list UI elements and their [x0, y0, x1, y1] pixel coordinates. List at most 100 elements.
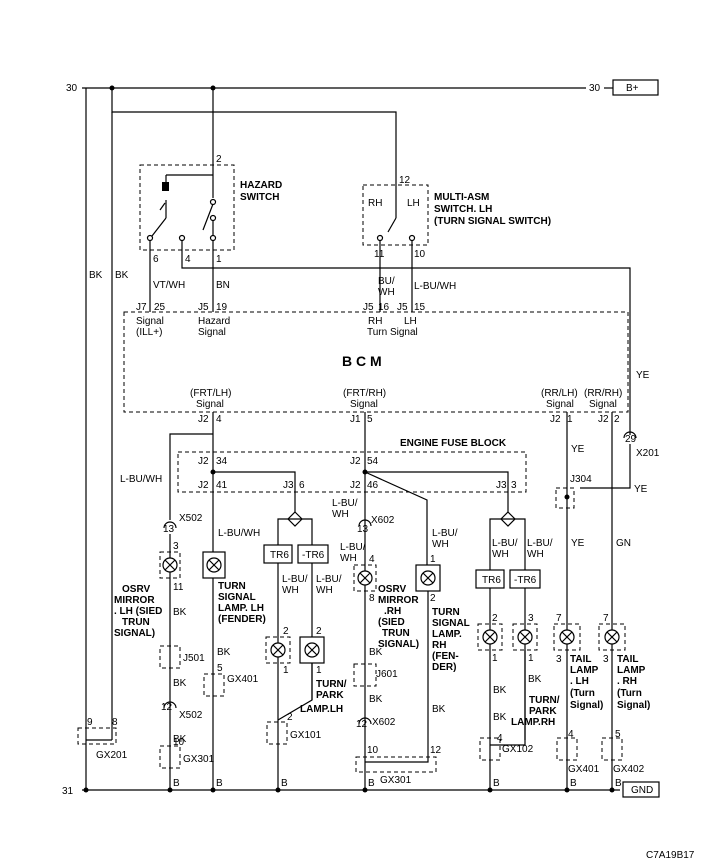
gx301-b-pin-2: 12 — [430, 745, 442, 756]
wire-label-l-bu-wh-e: L-BU/ — [282, 574, 308, 585]
hazard-switch-box — [139, 164, 235, 251]
bcm-in-label-hazard: Hazard — [198, 316, 230, 327]
wire-label-l-bu-wh-g: L-BU/ — [492, 538, 518, 549]
park-lh-pin-a-bottom: 1 — [283, 665, 289, 676]
tail-rh-label-3: . RH — [617, 676, 637, 687]
gx102-connector — [479, 737, 501, 761]
osrv-lh-label-2: MIRROR — [114, 595, 155, 606]
osrv-rh-pin-bottom: 8 — [369, 593, 375, 604]
multi-switch-title-3: (TURN SIGNAL SWITCH) — [434, 216, 551, 227]
multi-switch-title-2: SWITCH. LH — [434, 204, 492, 215]
tr6-right-label-b: -TR6 — [514, 575, 537, 586]
wire-label-bk-c: BK — [369, 647, 383, 658]
gx301-a-pin: 10 — [173, 737, 185, 748]
osrv-mirror-rh-lamp — [353, 564, 377, 592]
multi-switch-contacts — [376, 185, 416, 242]
wire-label-bk-d: BK — [432, 704, 446, 715]
wire-label-bk-h: BK — [369, 694, 383, 705]
tail-rh-pin-top: 7 — [603, 613, 609, 624]
turn-rh-label-4: RH — [432, 640, 446, 651]
wire-park-lh-join — [277, 663, 313, 721]
osrv-rh-label-4: (SIED — [378, 617, 405, 628]
turn-rh-label-6: DER) — [432, 662, 456, 673]
osrv-lh-label-5: SIGNAL) — [114, 628, 155, 639]
x502-top-pin: 13 — [163, 524, 175, 535]
wire-to-tr6-right — [365, 471, 509, 512]
multi-switch-title: MULTI-ASM — [434, 192, 489, 203]
tr6-left-split — [277, 518, 313, 545]
bcm-in-label-rh: RH — [368, 316, 382, 327]
turn-park-lamp-lh-a — [265, 636, 291, 664]
x201-pin: 29 — [625, 434, 637, 445]
hazard-switch-title: HAZARD — [240, 180, 282, 191]
park-rh-pin-a-top: 2 — [492, 613, 498, 624]
hazard-switch-contacts — [146, 165, 217, 242]
wire-label-bu-wh: BU/ — [378, 276, 395, 287]
bcm-in-conn-j7: J7 — [136, 302, 147, 313]
park-lh-label-3: LAMP.LH — [300, 704, 343, 715]
bcm-box — [123, 311, 629, 413]
gx301-b-pin-1: 10 — [367, 745, 379, 756]
park-lh-pin-a-top: 2 — [283, 626, 289, 637]
tr6-left-label-b: -TR6 — [302, 550, 325, 561]
wire-label-l-bu-wh-b-2: WH — [332, 509, 349, 520]
gx201-label: GX201 — [96, 750, 128, 761]
wire-ye-loop — [181, 240, 631, 435]
hazard-pin-4: 4 — [185, 254, 191, 265]
wire-label-l-bu-wh-h: L-BU/ — [527, 538, 553, 549]
turn-rh-pin-bottom: 2 — [430, 593, 436, 604]
turn-lh-label-2: SIGNAL — [218, 592, 256, 603]
wire-label-bk-1: BK — [89, 270, 103, 281]
bcm-in-label-lh: LH — [404, 316, 417, 327]
park-rh-pin-a-bottom: 1 — [492, 653, 498, 664]
x602-bot-pin: 12 — [356, 719, 368, 730]
wire-label-bk-2: BK — [115, 270, 129, 281]
bcm-out-pin-4: 4 — [216, 414, 222, 425]
junction-dot — [362, 469, 368, 475]
wire-label-l-bu-wh-g-2: WH — [492, 549, 509, 560]
gx102-pin: 4 — [497, 733, 503, 744]
tail-rh-label-2: LAMP — [617, 665, 646, 676]
tail-rh-label-5: Signal) — [617, 700, 650, 711]
wire-label-l-bu-wh-f: L-BU/ — [316, 574, 342, 585]
bcm-out-label-signal-2: Signal — [350, 399, 378, 410]
wire-label-gn: GN — [616, 538, 631, 549]
x502-top-connector — [163, 521, 177, 529]
rail-number-top-right: 30 — [589, 83, 601, 94]
bcm-out-conn-1: J2 — [198, 414, 209, 425]
park-lh-pin-b-bottom: 1 — [316, 665, 322, 676]
tail-lh-label-2: LAMP — [570, 665, 599, 676]
wire-label-l-bu-wh-b: L-BU/ — [332, 498, 358, 509]
ground-b-5: B — [493, 778, 500, 789]
wire-l-bu-wh-left — [169, 433, 213, 520]
x502-top-label: X502 — [179, 513, 203, 524]
tail-rh-label-4: (Turn — [617, 688, 642, 699]
osrv-rh-label-6: SIGNAL) — [378, 639, 419, 650]
gx101-label: GX101 — [290, 730, 322, 741]
gx301-a-connector — [159, 745, 181, 769]
bcm-out-label-signal-3: Signal — [546, 399, 574, 410]
osrv-lh-label-4: TRUN — [122, 617, 150, 628]
fuse-conn-6: J3 — [496, 480, 507, 491]
wire-label-bk-e: BK — [493, 685, 507, 696]
bcm-in-pin-15: 15 — [414, 302, 426, 313]
bcm-out-pin-1: 1 — [567, 414, 573, 425]
turn-park-lamp-lh-b — [299, 636, 325, 664]
bcm-in-conn-j5b: J5 — [363, 302, 374, 313]
j501-label: J501 — [183, 653, 205, 664]
tail-lh-label-1: TAIL — [570, 654, 591, 665]
wire-label-l-bu-wh-c-2: WH — [340, 553, 357, 564]
multi-switch-box — [362, 184, 429, 246]
gnd-label: GND — [631, 785, 653, 796]
osrv-lh-pin-bottom: 11 — [173, 582, 184, 593]
osrv-lh-label-3: . LH (SIED — [114, 606, 162, 617]
osrv-lh-pin-top: 3 — [173, 541, 179, 552]
wire-label-l-bu-wh-d: L-BU/ — [432, 528, 458, 539]
fuse-pin-54: 54 — [367, 456, 379, 467]
tail-lamp-rh — [598, 623, 626, 651]
wire-label-bn: BN — [216, 280, 230, 291]
multi-pin-10: 10 — [414, 249, 426, 260]
wire-label-bk-a: BK — [173, 607, 187, 618]
b-plus-label: B+ — [626, 83, 639, 94]
